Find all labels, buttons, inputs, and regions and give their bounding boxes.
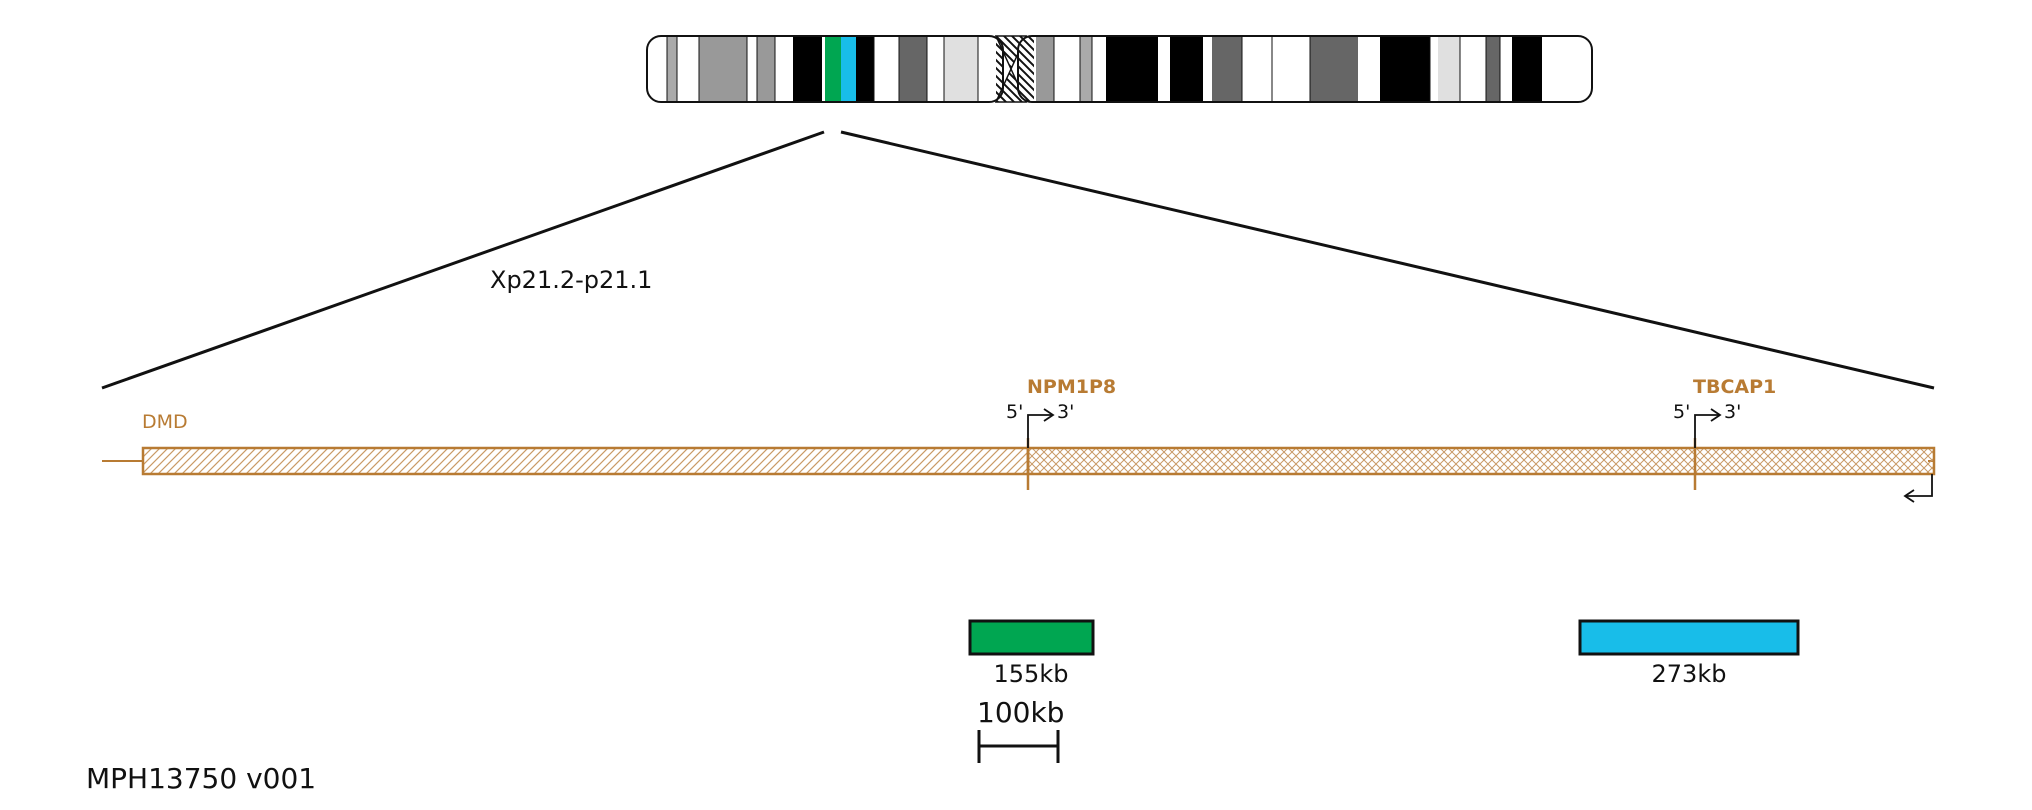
gene-body-dmd bbox=[141, 446, 1030, 476]
three-prime-label-npm1p8: 3' bbox=[1057, 401, 1074, 423]
gene-track bbox=[102, 438, 1936, 490]
direction-arrow-tbcap1 bbox=[1694, 408, 1722, 448]
five-prime-label-npm1p8: 5' bbox=[1006, 401, 1023, 423]
highlight-band-blue bbox=[841, 36, 856, 102]
zoom-lines bbox=[101, 130, 1935, 390]
highlight-band-green bbox=[825, 36, 841, 102]
region-label: Xp21.2-p21.1 bbox=[490, 266, 652, 294]
scale-bar bbox=[977, 730, 1060, 763]
chromosome-q-arm bbox=[1018, 36, 1592, 102]
band-dividers bbox=[666, 36, 1501, 102]
cnv-segment-green bbox=[968, 619, 1095, 656]
chromosome-ideogram bbox=[646, 35, 1593, 103]
gene-label-npm1p8: NPM1P8 bbox=[1027, 376, 1116, 398]
footer-id: MPH13750 v001 bbox=[86, 762, 316, 795]
segment-size-label-273kb: 273kb bbox=[1652, 660, 1727, 688]
gene-body-npm1p8-tbcap1 bbox=[1026, 446, 1936, 476]
five-prime-label-tbcap1: 5' bbox=[1673, 401, 1690, 423]
gene-label-tbcap1: TBCAP1 bbox=[1693, 376, 1776, 398]
three-prime-label-tbcap1: 3' bbox=[1724, 401, 1741, 423]
direction-arrow-npm1p8 bbox=[1027, 408, 1055, 448]
scale-bar-label: 100kb bbox=[977, 696, 1064, 729]
cnv-segment-blue bbox=[1578, 619, 1800, 656]
gene-label-dmd: DMD bbox=[142, 411, 188, 433]
segment-size-label-155kb: 155kb bbox=[994, 660, 1069, 688]
chromosome-p-arm bbox=[647, 36, 1003, 102]
direction-arrow-dmd bbox=[1903, 474, 1933, 503]
